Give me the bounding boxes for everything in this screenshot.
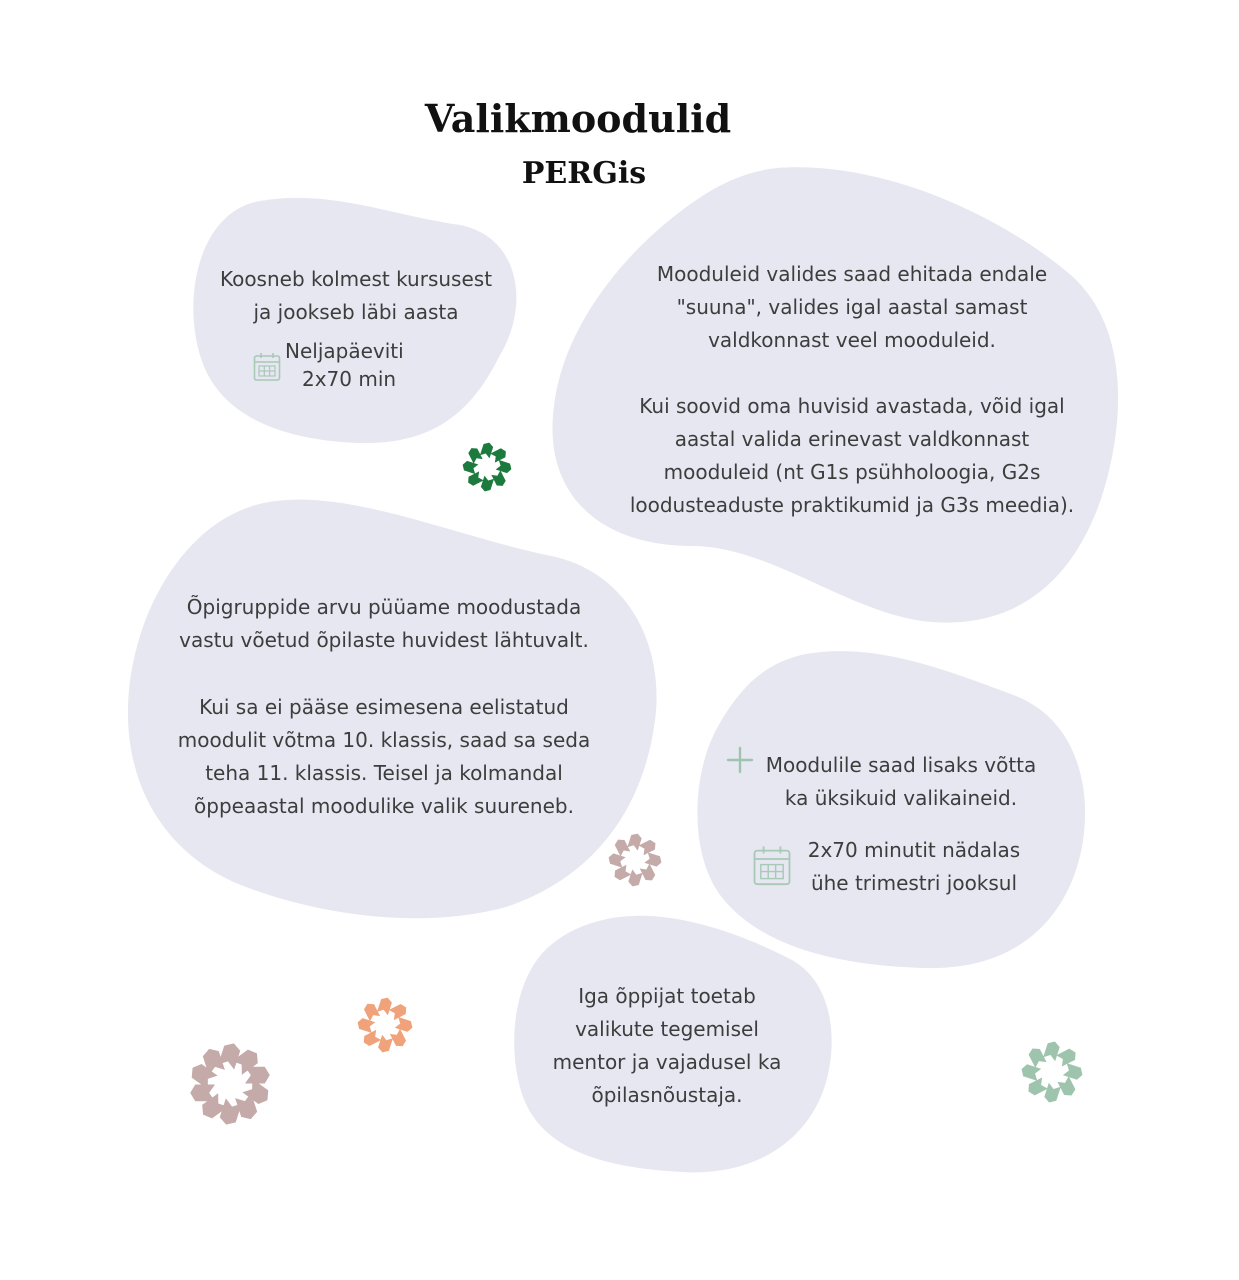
card3-paragraph-1: Õpigruppide arvu püüame moodustada vastu…: [179, 595, 589, 652]
card4-schedule: 2x70 minutit nädalas ühe trimestri jooks…: [807, 838, 1021, 895]
card1-text: Koosneb kolmest kursusest ja jookseb läb…: [219, 267, 493, 324]
flower-ornament-orange-icon: [357, 997, 413, 1053]
info-card-course-structure: Koosneb kolmest kursusest ja jookseb läb…: [190, 195, 522, 447]
flower-ornament-mauve-large-icon: [190, 1043, 270, 1125]
calendar-icon: [753, 846, 791, 886]
card-background: [552, 167, 1119, 623]
page-subtitle: PERGis: [521, 156, 647, 191]
card-background: [193, 197, 517, 444]
card5-text: Iga õppijat toetab valikute tegemisel me…: [552, 984, 782, 1107]
card4-text: Moodulile saad lisaks võtta ka üksikuid …: [765, 753, 1037, 810]
card-background: [514, 915, 832, 1173]
card2-paragraph-2: Kui soovid oma huvisid avastada, võid ig…: [629, 394, 1075, 517]
calendar-icon: [253, 353, 281, 381]
plus-icon: [726, 746, 754, 774]
info-card-study-groups: Õpigruppide arvu püüame moodustada vastu…: [126, 497, 662, 921]
schedule-time: 2x70 min: [302, 367, 397, 391]
card2-paragraph-1: Mooduleid valides saad ehitada endale "s…: [656, 262, 1048, 352]
schedule-day: Neljapäeviti: [285, 339, 404, 363]
info-card-mentor: Iga õppijat toetab valikute tegemisel me…: [512, 914, 834, 1176]
info-card-electives: Moodulile saad lisaks võtta ka üksikuid …: [696, 650, 1092, 970]
flower-ornament-mauve-icon: [608, 833, 662, 887]
flower-ornament-sage-icon: [1021, 1041, 1083, 1103]
flower-ornament-green-icon: [462, 442, 512, 492]
page-title: Valikmoodulid: [424, 96, 732, 141]
card3-paragraph-2: Kui sa ei pääse esimesena eelistatud moo…: [177, 695, 591, 818]
card-background: [697, 651, 1086, 969]
info-card-module-direction: Mooduleid valides saad ehitada endale "s…: [552, 166, 1122, 624]
card-background: [127, 499, 657, 919]
